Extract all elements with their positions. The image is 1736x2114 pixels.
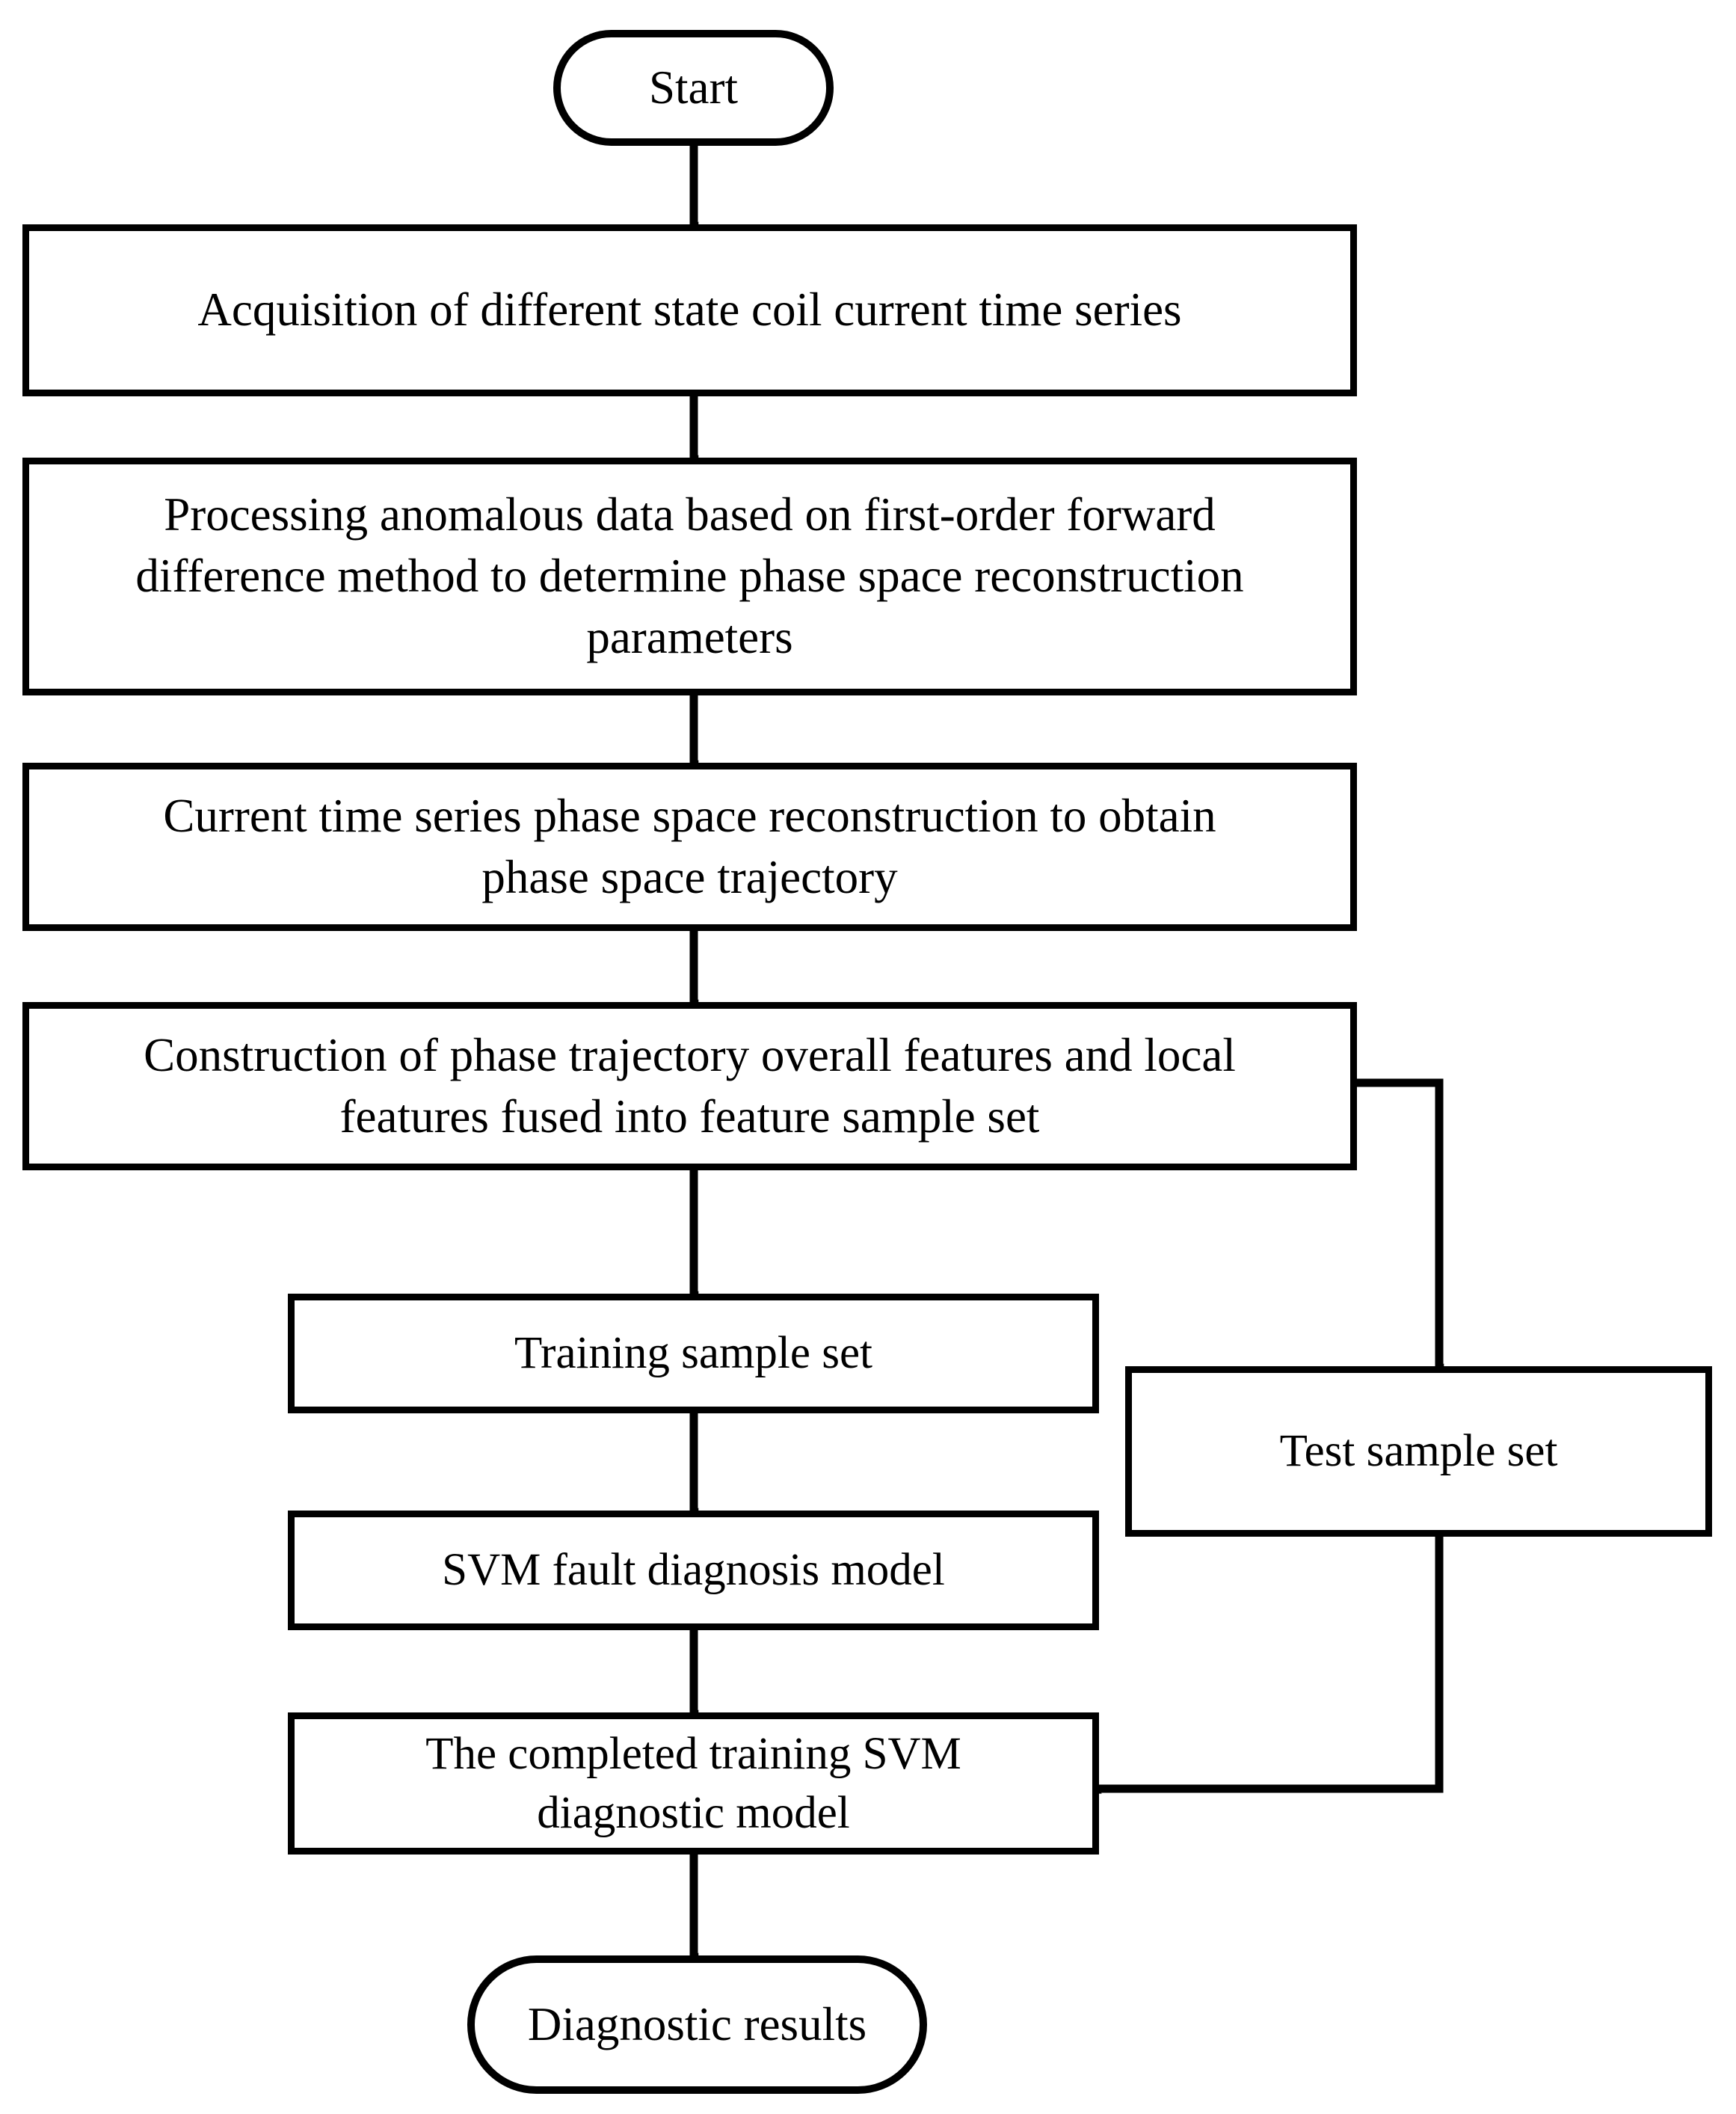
node-trained-svm-model[interactable]: The completed training SVM diagnostic mo… xyxy=(288,1712,1099,1855)
node-acquisition-label: Acquisition of different state coil curr… xyxy=(197,283,1182,337)
node-acquisition[interactable]: Acquisition of different state coil curr… xyxy=(22,224,1357,396)
node-test-sample-set[interactable]: Test sample set xyxy=(1125,1366,1712,1537)
node-diagnostic-results[interactable]: Diagnostic results xyxy=(467,1955,927,2094)
edge-construction-to-test-set xyxy=(1355,1078,1444,1369)
node-construction[interactable]: Construction of phase trajectory overall… xyxy=(22,1002,1357,1170)
node-svm-fault-diagnosis-model-label: SVM fault diagnosis model xyxy=(442,1545,945,1596)
node-start[interactable]: Start xyxy=(553,30,834,146)
node-test-sample-set-label: Test sample set xyxy=(1279,1426,1558,1477)
node-trained-svm-model-label: The completed training SVM diagnostic mo… xyxy=(425,1728,961,1838)
node-diagnostic-results-label: Diagnostic results xyxy=(527,1997,867,2050)
node-training-sample-set[interactable]: Training sample set xyxy=(288,1294,1099,1413)
node-reconstruction[interactable]: Current time series phase space reconstr… xyxy=(22,763,1357,931)
node-start-label: Start xyxy=(649,61,738,114)
node-construction-label: Construction of phase trajectory overall… xyxy=(144,1028,1236,1143)
node-reconstruction-label: Current time series phase space reconstr… xyxy=(163,789,1216,903)
node-svm-fault-diagnosis-model[interactable]: SVM fault diagnosis model xyxy=(288,1511,1099,1630)
node-processing-label: Processing anomalous data based on first… xyxy=(135,488,1244,663)
node-processing[interactable]: Processing anomalous data based on first… xyxy=(22,458,1357,695)
node-training-sample-set-label: Training sample set xyxy=(514,1328,872,1379)
edge-test-set-to-trained-model xyxy=(1096,1535,1444,1794)
